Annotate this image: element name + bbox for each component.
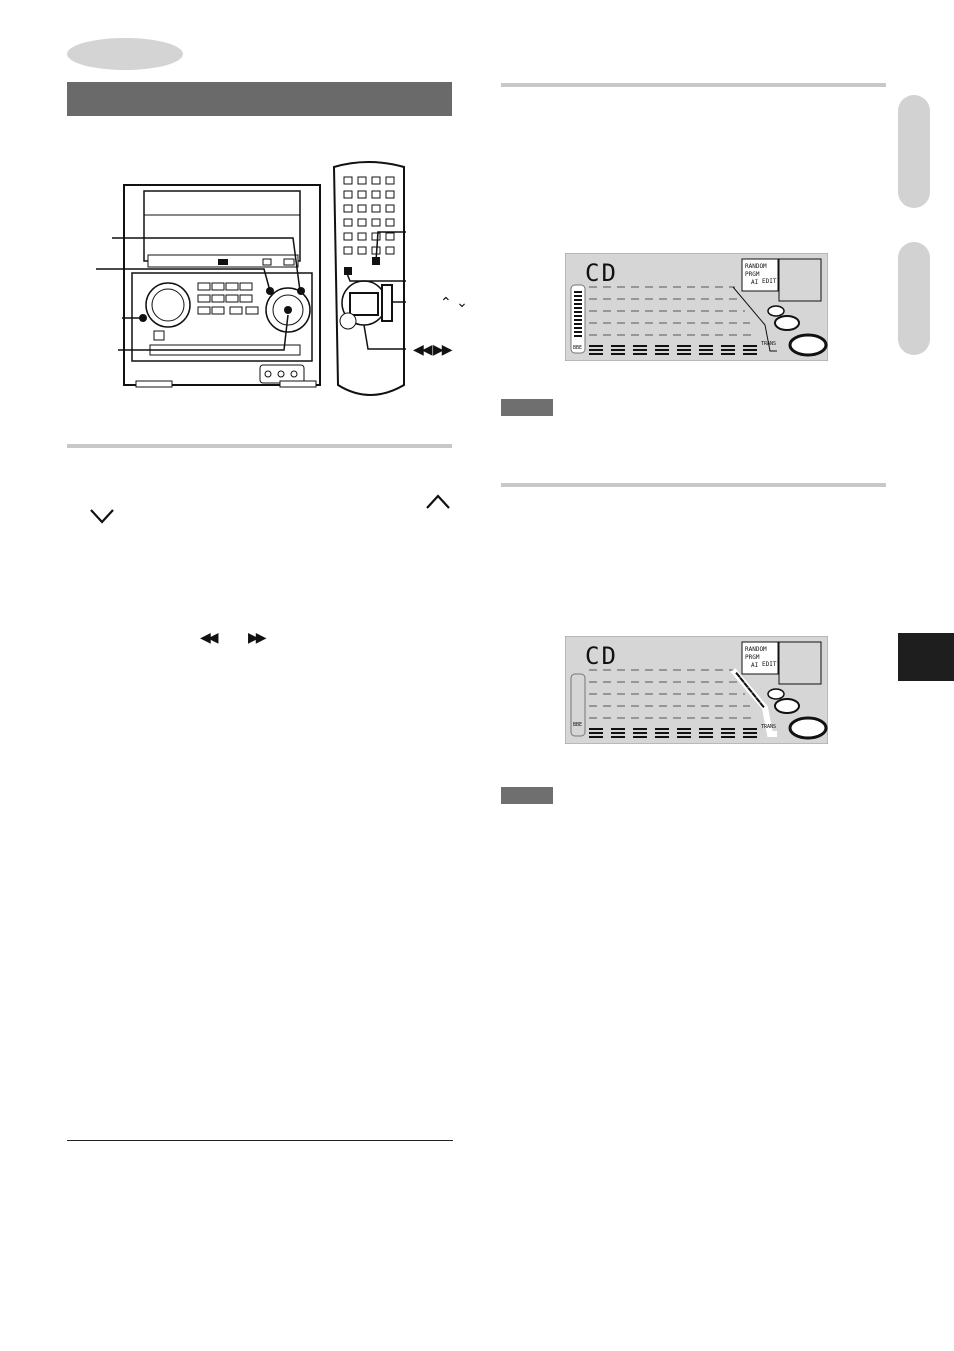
lcd1-ind-prgm: PRGM (745, 271, 760, 278)
lcd-display-2: CD RANDOM PRGM AI EDIT BBE TRANS (565, 636, 828, 744)
section-badge (67, 38, 183, 70)
lcd1-mode: CD (585, 259, 618, 287)
down-chevron-icon (90, 509, 114, 524)
lcd1-ind-edit: EDIT (762, 278, 777, 285)
chapter-pill-2 (898, 242, 930, 355)
up-chevron-icon (426, 494, 450, 509)
lcd2-ind-random: RANDOM (745, 646, 767, 653)
callout-up-down: ⌃ ⌄ (440, 295, 468, 311)
section-title-bar (67, 82, 452, 116)
callout-rew-ff: ◀◀ ▶▶ (413, 342, 453, 358)
lcd-display-1: CD RANDOM PRGM AI EDIT BBE TRANS (565, 253, 828, 361)
footnote-rule (67, 1140, 453, 1141)
ff-icon: ▶▶ (248, 630, 266, 646)
note-badge-1 (501, 399, 553, 416)
lcd2-ind-edit: EDIT (762, 661, 777, 668)
lcd1-right-label: TRANS (761, 341, 776, 347)
lcd2-ind-prgm: PRGM (745, 654, 760, 661)
lcd2-right-label: TRANS (761, 724, 776, 730)
lcd2-left-label: BBE (573, 722, 582, 728)
chapter-pill-1 (898, 95, 930, 208)
left-section-rule (67, 444, 452, 448)
device-illustration (96, 161, 406, 396)
right-middle-rule (501, 483, 886, 487)
lcd1-ind-random: RANDOM (745, 263, 767, 270)
lcd1-left-label: BBE (573, 345, 582, 351)
lcd2-mode: CD (585, 642, 618, 670)
right-top-rule (501, 83, 886, 87)
note-badge-2 (501, 787, 553, 804)
lcd1-ind-ai: AI (751, 279, 759, 286)
rew-icon: ◀◀ (200, 630, 218, 646)
chapter-tab-active (898, 633, 954, 681)
lcd2-ind-ai: AI (751, 662, 759, 669)
